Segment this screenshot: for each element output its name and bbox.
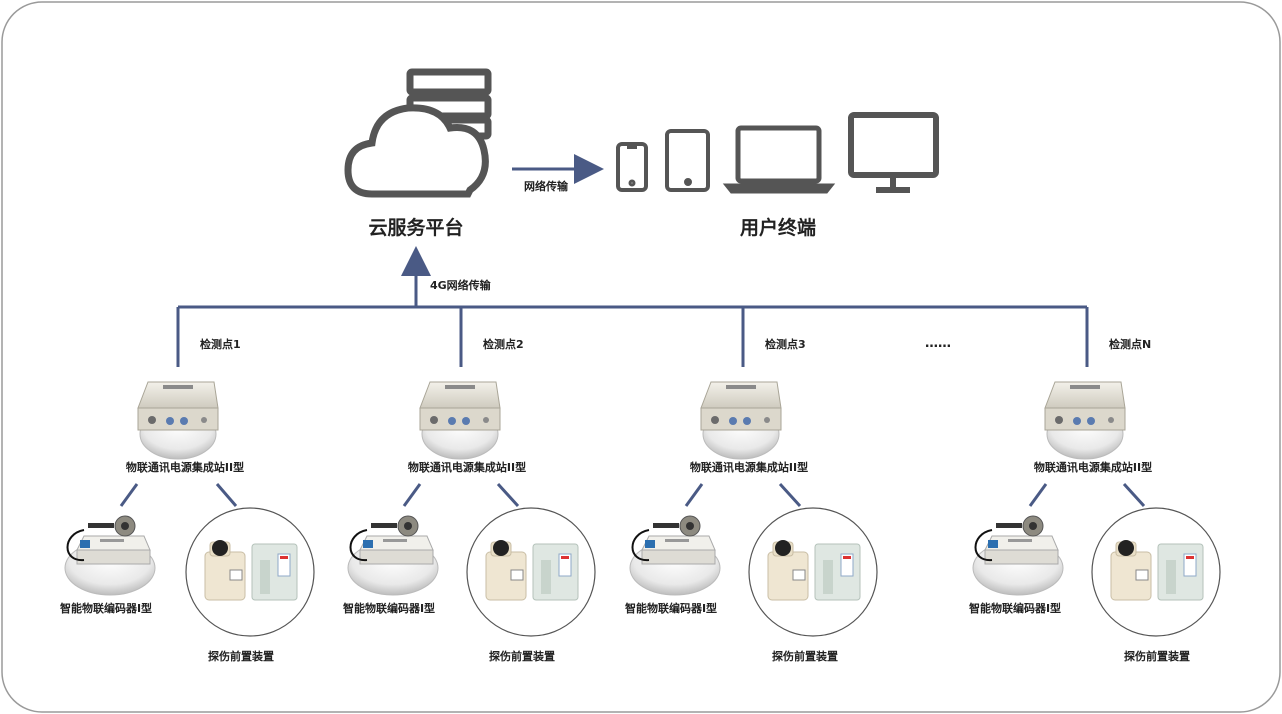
front-device-label: 探伤前置装置	[772, 649, 838, 663]
front-device-image	[466, 507, 596, 637]
front-device-label: 探伤前置装置	[208, 649, 274, 663]
front-device-image	[1091, 507, 1221, 637]
detection-node: 检测点3 物联通讯电源集成站II型 智能物联编码器I型 探伤前置装置	[625, 307, 878, 663]
phone-icon	[616, 142, 648, 192]
more-points-ellipsis: ……	[925, 336, 951, 351]
station-label: 物联通讯电源集成站II型	[126, 460, 244, 474]
cloud-server-icon	[344, 68, 492, 198]
encoder-label: 智能物联编码器I型	[625, 601, 717, 615]
encoder-label: 智能物联编码器I型	[60, 601, 152, 615]
station-encoder-link	[684, 483, 704, 507]
station-device-link	[215, 483, 238, 507]
station-device-link	[1122, 482, 1146, 508]
station-device-image	[419, 381, 501, 460]
detection-node: 检测点N 物联通讯电源集成站II型 智能物联编码器I型 探伤前置装置	[969, 307, 1221, 663]
cloud-platform-label: 云服务平台	[368, 216, 463, 239]
station-label: 物联通讯电源集成站II型	[408, 460, 526, 474]
detection-point-label: 检测点3	[765, 337, 806, 351]
station-encoder-link	[1028, 483, 1048, 507]
detection-point-label: 检测点1	[200, 337, 241, 351]
network-label: 网络传输	[524, 179, 569, 193]
monitor-icon	[848, 112, 939, 193]
user-terminals-label: 用户终端	[740, 216, 816, 239]
encoder-label: 智能物联编码器I型	[969, 601, 1061, 615]
detection-point-label: 检测点2	[483, 337, 524, 351]
detection-point-label: 检测点N	[1109, 337, 1151, 351]
front-device-label: 探伤前置装置	[489, 649, 555, 663]
station-label: 物联通讯电源集成站II型	[690, 460, 808, 474]
detection-node: 检测点1 物联通讯电源集成站II型 智能物联编码器I型 探伤前置装置	[60, 307, 315, 663]
station-device-link	[496, 482, 520, 508]
front-device-image	[185, 507, 315, 637]
detection-node: 检测点2 物联通讯电源集成站II型 智能物联编码器I型 探伤前置装置	[343, 307, 596, 663]
front-device-image	[748, 507, 878, 637]
station-device-image	[137, 381, 219, 460]
station-encoder-link	[119, 483, 139, 507]
station-label: 物联通讯电源集成站II型	[1034, 460, 1152, 474]
tablet-icon	[665, 129, 710, 192]
laptop-icon	[722, 125, 836, 194]
network-4g-label: 4G网络传输	[430, 278, 492, 292]
station-device-image	[1044, 381, 1126, 460]
station-device-link	[778, 482, 802, 508]
encoder-label: 智能物联编码器I型	[343, 601, 435, 615]
station-encoder-link	[402, 483, 422, 507]
station-device-image	[700, 381, 782, 460]
front-device-label: 探伤前置装置	[1124, 649, 1190, 663]
